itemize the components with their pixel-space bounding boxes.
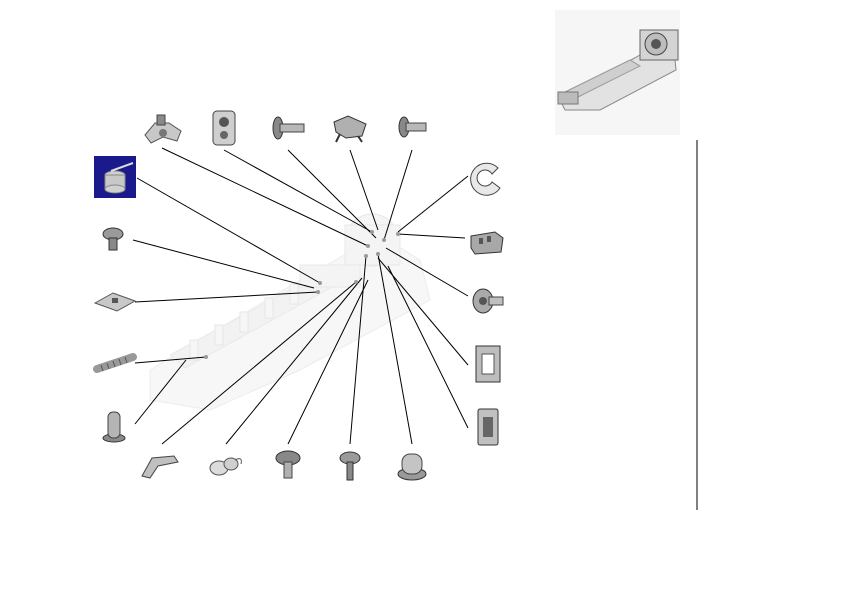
coil-spring-icon[interactable] [93,353,137,373]
assembly-thumbnail-icon [555,10,680,135]
plate-part-icon[interactable] [93,292,137,312]
screw-part-icon[interactable] [102,227,124,251]
stud-part-icon[interactable] [102,411,126,443]
connector-part-icon[interactable] [470,231,504,255]
pin-part-icon[interactable] [272,116,305,140]
frame-part-icon[interactable] [475,345,501,383]
bracket-part-icon[interactable] [212,110,236,146]
roller-part-icon[interactable] [472,288,504,314]
hook-part-icon[interactable] [141,455,179,479]
small-spring-icon[interactable] [209,457,242,476]
pin-part-icon[interactable] [275,450,301,479]
screw-part-icon[interactable] [339,451,361,481]
contact-points [204,230,400,359]
leader-lines [132,147,469,445]
clip-part-icon[interactable] [144,114,182,144]
torsion-spring-icon[interactable] [94,156,136,198]
pin-part-icon[interactable] [398,116,427,138]
knob-part-icon[interactable] [397,453,427,481]
latch-part-icon[interactable] [333,115,367,143]
e-ring-icon[interactable] [470,162,501,196]
holder-part-icon[interactable] [477,408,499,446]
